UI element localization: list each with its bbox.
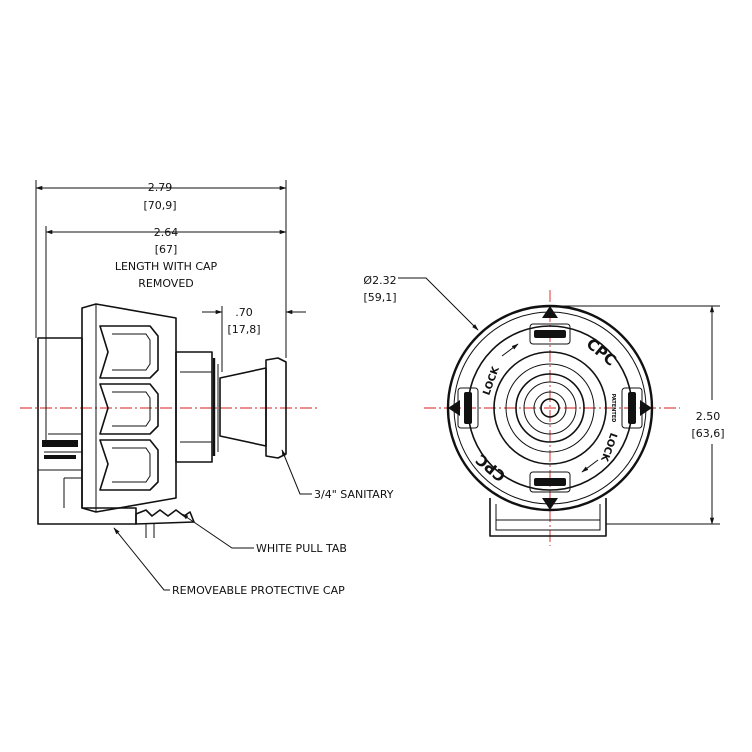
white-pull-tab [135,509,195,525]
base-bracket [489,498,607,537]
dim-length-cap-removed: 2.64 [67] LENGTH WITH CAP REMOVED [45,226,287,440]
diameter-metric: [59,1] [363,291,396,304]
callout-pull-tab: WHITE PULL TAB [181,513,347,555]
callout-pull-tab-text: WHITE PULL TAB [256,542,347,555]
collar-outline [175,351,213,463]
dim-height: 2.50 [63,6] [556,305,725,525]
center-port [540,398,560,418]
sanitary-length-value: .70 [235,306,253,319]
grip-ribs [99,325,159,491]
lock-label-left: LOCK [481,364,502,397]
overall-length-metric: [70,9] [143,199,176,212]
valve-face [515,373,585,443]
end-view: LOCK LOCK CPC CPC PATENTED [424,290,680,546]
patented-label: PATENTED [610,394,616,423]
overall-length-value: 2.79 [148,181,173,194]
inner-body [493,351,607,465]
dim-overall-length: 2.79 [70,9] [35,180,287,358]
sanitary-tube-outline [219,367,267,447]
lug-slots [457,323,643,493]
callout-protective-cap-text: REMOVEABLE PROTECTIVE CAP [172,584,345,597]
callout-protective-cap: REMOVEABLE PROTECTIVE CAP [113,527,345,597]
cap-removed-note-line1: LENGTH WITH CAP [115,260,218,273]
height-metric: [63,6] [691,427,724,440]
sanitary-length-metric: [17,8] [227,323,260,336]
height-value: 2.50 [696,410,721,423]
lock-label-right: LOCK [598,431,619,464]
cap-removed-length-metric: [67] [155,243,178,256]
callout-sanitary: 3/4" SANITARY [281,449,394,501]
dim-diameter: Ø2.32 [59,1] [363,274,479,331]
callout-sanitary-text: 3/4" SANITARY [314,488,394,501]
dim-sanitary-length: .70 [17,8] [202,306,306,372]
side-view [20,303,318,538]
lock-arrow-bottom-right-icon [581,459,599,473]
brand-logo-top: CPC [583,335,620,370]
cap-removed-length-value: 2.64 [154,226,179,239]
diameter-value: Ø2.32 [363,274,396,287]
cap-removed-note-line2: REMOVED [138,277,194,290]
protective-cap-outline [37,337,137,525]
lock-arrow-top-left-icon [501,343,519,357]
